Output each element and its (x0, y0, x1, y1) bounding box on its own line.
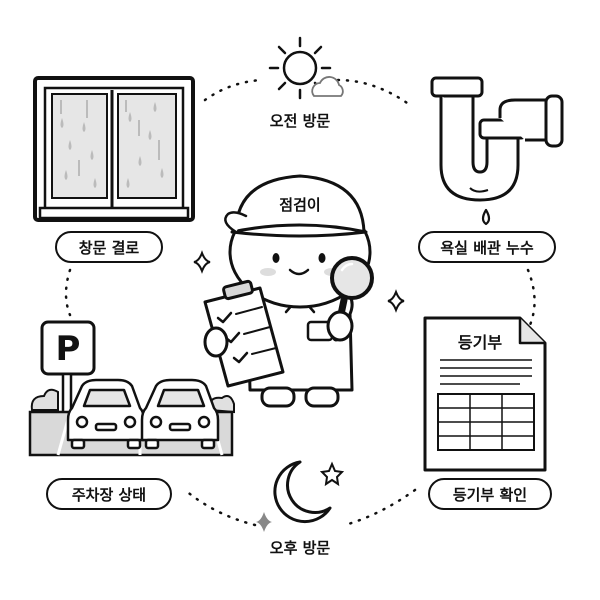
label-morning-visit: 오전 방문 (269, 112, 331, 130)
label-bathroom-pipe-leak: 욕실 배관 누수 (418, 231, 556, 263)
sparkle-icon (387, 289, 405, 313)
label-parking-status: 주차장 상태 (46, 478, 172, 510)
label-afternoon-visit: 오후 방문 (269, 539, 331, 557)
inspector-mascot: 점검이 (203, 174, 374, 408)
cap-text: 점검이 (279, 196, 320, 214)
cloud-icon (311, 76, 344, 97)
document-icon: 등기부 (423, 316, 547, 472)
label-registry-check: 등기부 확인 (428, 478, 552, 510)
car-right (140, 378, 220, 450)
parking-icon: P (28, 320, 235, 457)
moon-icon (273, 460, 332, 524)
parking-sign-letter: P (56, 329, 81, 369)
star-icon (319, 461, 345, 487)
window-icon (33, 76, 195, 222)
document-title: 등기부 (458, 333, 502, 352)
dotted-connectors (64, 78, 536, 527)
label-window-condensation: 창문 결로 (55, 231, 163, 263)
sparkle-icon (256, 512, 272, 532)
sparkle-icon (193, 250, 211, 274)
car-left (66, 378, 146, 450)
clipboard-icon (203, 279, 285, 388)
magnifier-icon (326, 256, 374, 342)
pipe-icon (430, 76, 564, 226)
